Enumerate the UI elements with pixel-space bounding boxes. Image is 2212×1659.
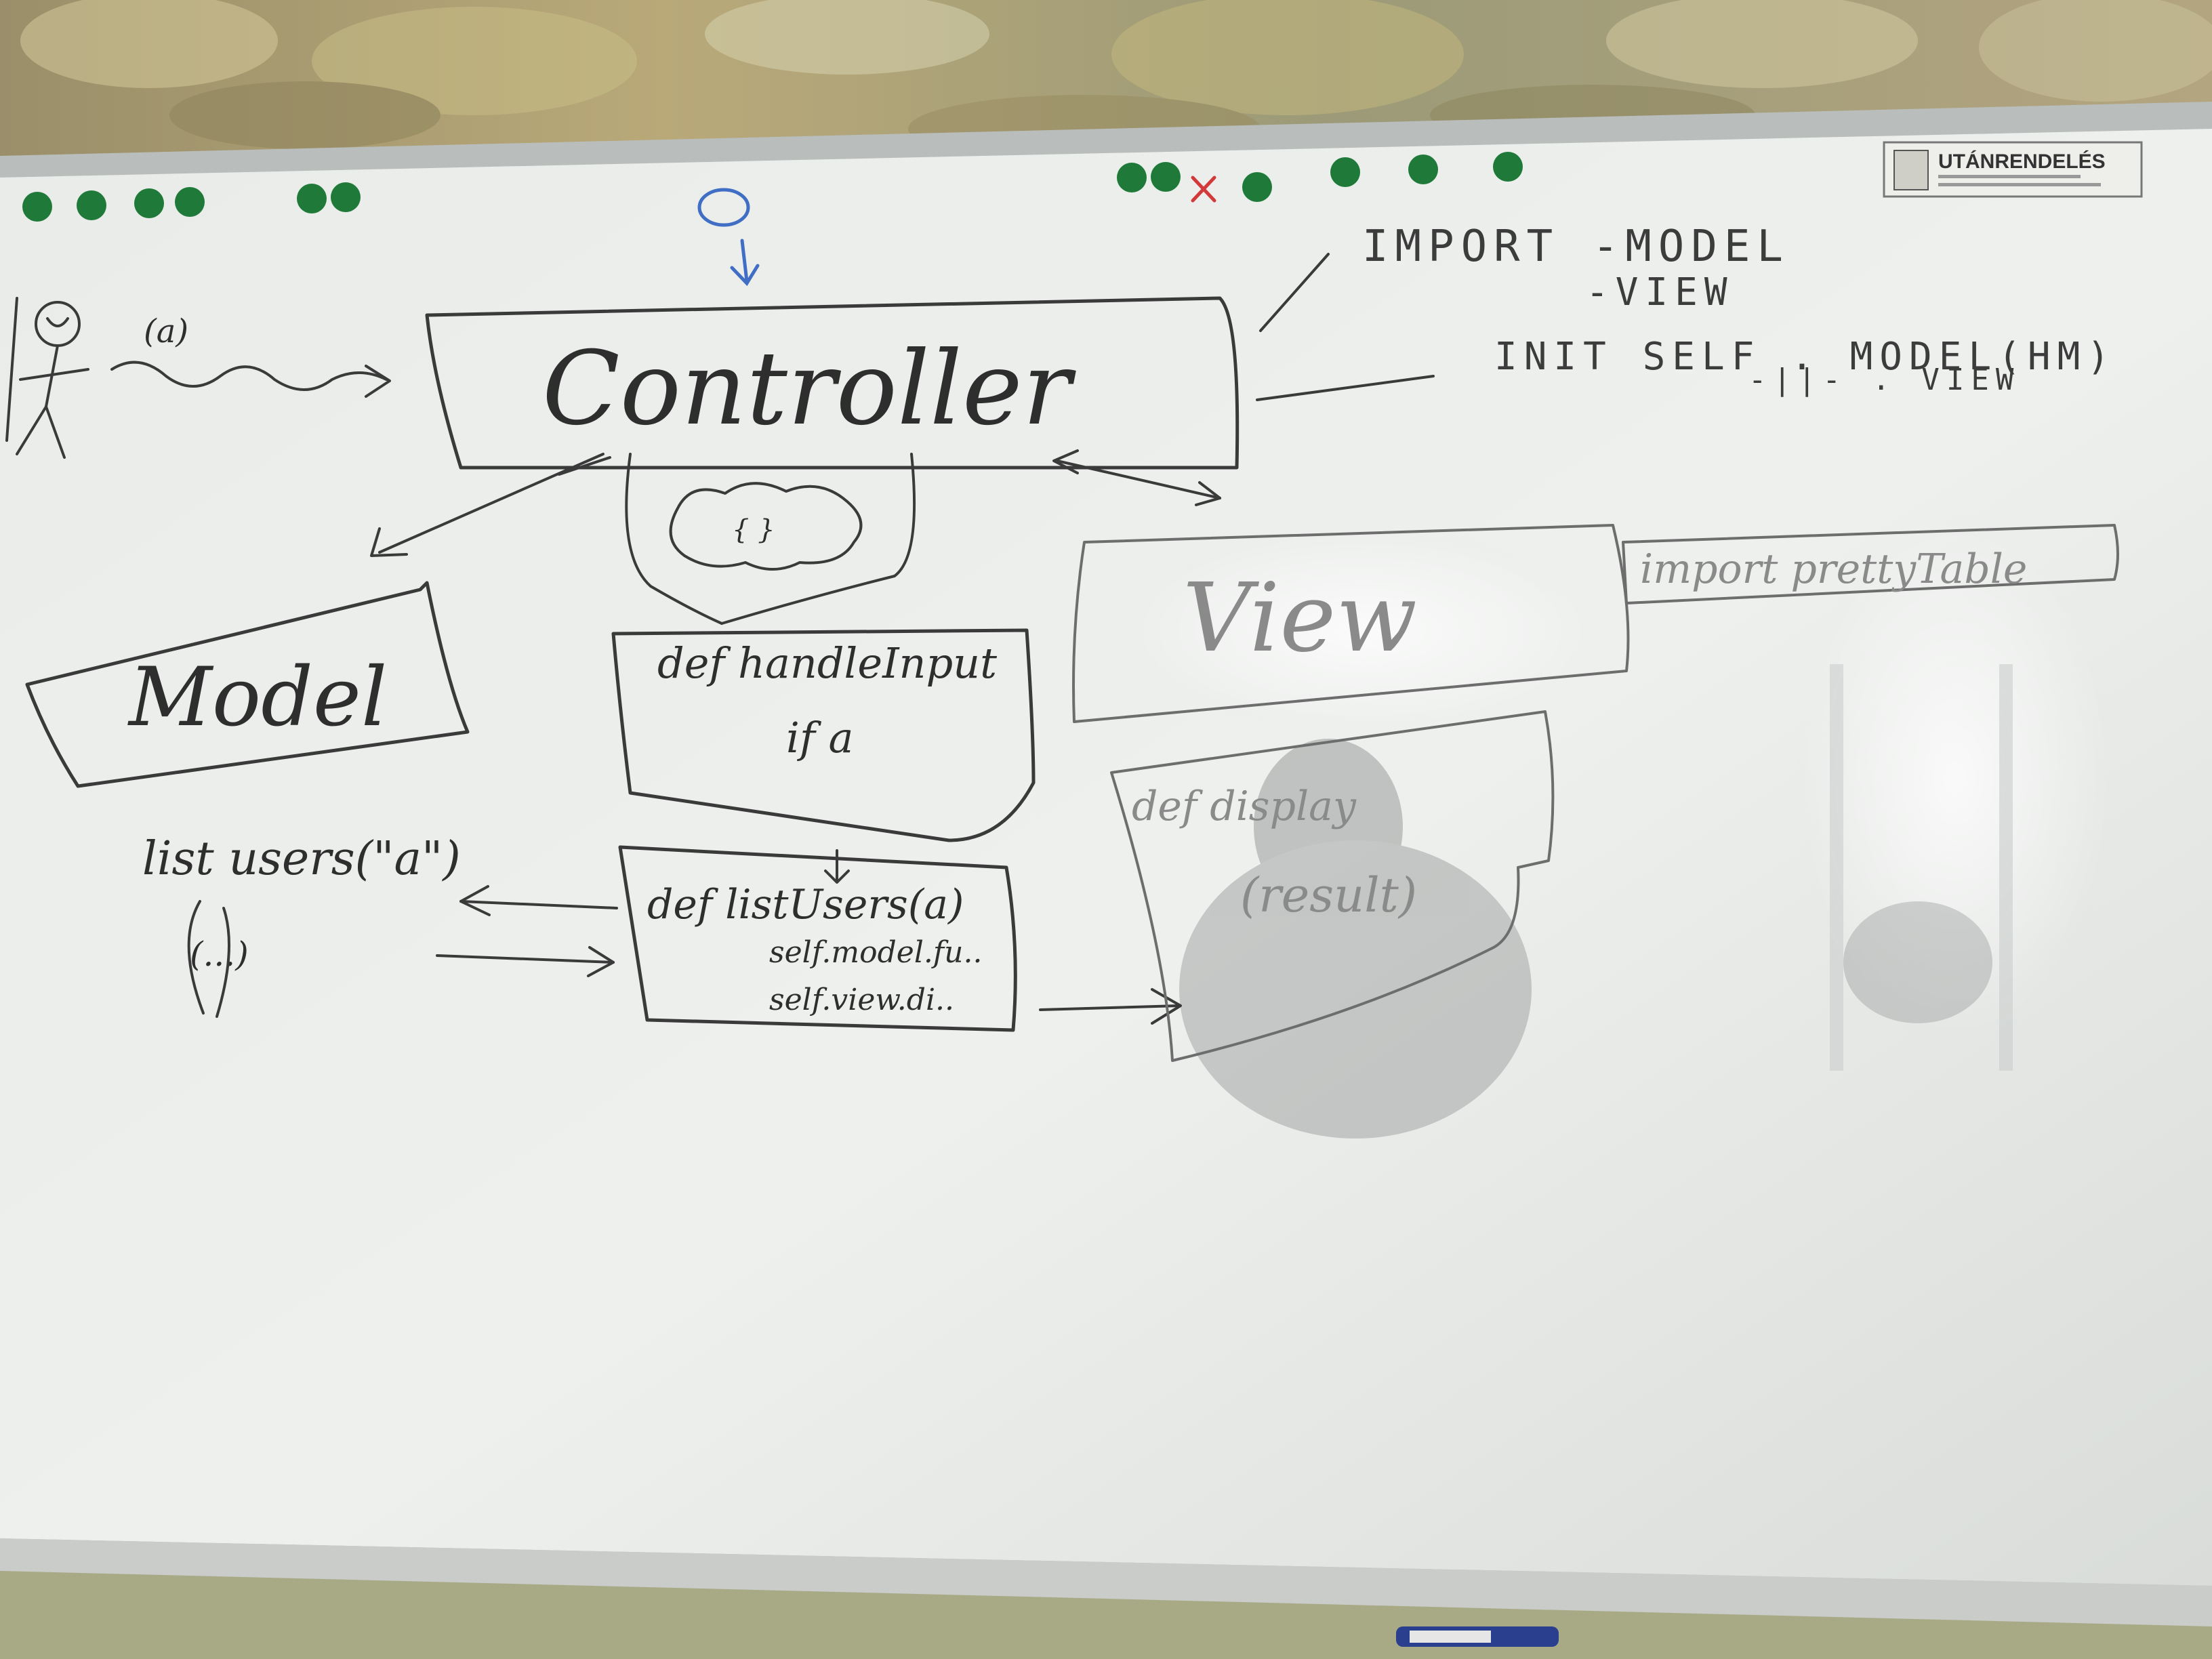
list-users-line1: def listUsers(a)	[647, 881, 964, 928]
magnet-row-right	[1117, 152, 1523, 202]
thought-cloud-text: { }	[732, 514, 775, 546]
view-import-text: import prettyTable	[1640, 546, 2027, 593]
thought-cloud	[669, 482, 863, 571]
actor-to-controller-arrow	[110, 361, 388, 391]
red-x-mark	[1191, 176, 1216, 203]
view-label: View	[1183, 563, 1417, 674]
sticker-text: UTÁNRENDELÉS	[1938, 150, 2106, 173]
note-init-view: -||- . VIEW	[1748, 363, 2020, 397]
model-box	[25, 581, 470, 788]
controller-loop	[625, 453, 916, 625]
list-users-line2: self.model.fu..	[769, 935, 982, 970]
handle-input-box	[611, 628, 1036, 842]
view-import-box	[1622, 524, 2119, 605]
note-import-view: -VIEW	[1586, 270, 1734, 314]
window-reflection	[1125, 515, 2114, 1071]
magnet-row-left	[22, 182, 361, 222]
brand-sticker: UTÁNRENDELÉS	[1883, 141, 2143, 198]
handle-input-line1: def handleInput	[657, 638, 997, 688]
view-box	[1072, 524, 1630, 723]
blue-heart-icon	[697, 188, 760, 287]
model-call-text: list users("a")	[142, 832, 461, 886]
model-call-args: (...)	[190, 935, 249, 974]
controller-box	[425, 296, 1240, 470]
display-box	[1110, 710, 1555, 1062]
note-init-line: INIT SELF . MODEL(HM)	[1494, 335, 2116, 379]
display-args-text: (result)	[1240, 867, 1417, 923]
figure-reflection	[1179, 739, 1992, 1139]
handle-input-line2: if a	[786, 713, 853, 762]
model-label: Model	[127, 651, 387, 745]
board-surface	[0, 129, 2212, 1586]
actor-figure	[5, 297, 89, 459]
controller-label: Controller	[542, 330, 1077, 448]
actor-input-label: (a)	[144, 312, 188, 350]
display-def-text: def display	[1132, 783, 1357, 830]
list-users-line3: self.view.di..	[769, 983, 954, 1017]
list-users-box	[618, 845, 1017, 1032]
marker	[1396, 1626, 1559, 1647]
note-import-line: IMPORT -MODEL	[1362, 222, 1790, 272]
